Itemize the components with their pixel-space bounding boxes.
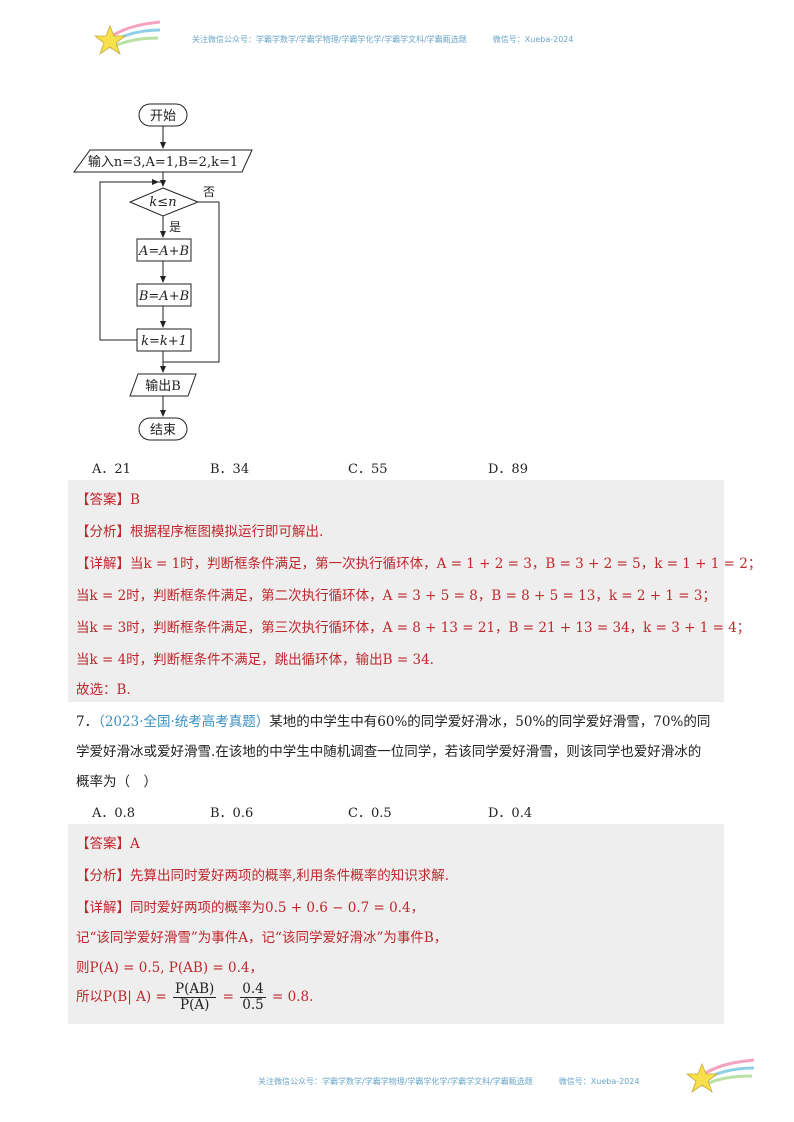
page-header: 关注微信公众号：学霸学数学/学霸学物理/学霸学化学/学霸学文科/学霸甄选题 微信号…	[0, 14, 794, 62]
footer-wechat: 微信号：Xueba-2024	[558, 1077, 640, 1086]
q6-detail-tag: 【详解】	[76, 556, 130, 572]
q6-answer: B	[130, 492, 140, 508]
q6-option-d: D．89	[488, 462, 528, 477]
q6-answer-line: 【答案】B	[76, 488, 140, 508]
q7-analysis: 先算出同时爱好两项的概率,利用条件概率的知识求解.	[130, 868, 450, 884]
q7-analysis-line: 【分析】先算出同时爱好两项的概率,利用条件概率的知识求解.	[76, 864, 449, 884]
flow-no-label: 否	[203, 185, 215, 199]
q7-answer-tag: 【答案】	[76, 836, 130, 852]
q7-answer: A	[130, 836, 140, 852]
q6-detail-1: 当k = 1时，判断框条件满足，第一次执行循环体，A = 1 + 2 = 3，B…	[130, 556, 762, 572]
q6-detail-line-3: 当k = 3时，判断框条件满足，第三次执行循环体，A = 8 + 13 = 21…	[76, 620, 751, 636]
star-logo-icon	[685, 1058, 755, 1094]
q7-option-c: C．0.5	[348, 806, 392, 821]
program-flowchart: 开始 输入n=3,A=1,B=2,k=1 k≤n 否 是 A=A+B B=A+B…	[73, 103, 253, 441]
q6-solution-panel	[68, 480, 724, 702]
flow-step2: B=A+B	[138, 289, 189, 304]
q7-detail-4-prefix: 所以P(B| A) =	[76, 989, 167, 1005]
q7-detail-line-1: 【详解】同时爱好两项的概率为0.5 + 0.6 − 0.7 = 0.4，	[76, 896, 424, 916]
page-footer: 关注微信公众号：学霸学数学/学霸学物理/学霸学化学/学霸学文科/学霸甄选题 微信号…	[0, 1054, 794, 1102]
q6-answer-tag: 【答案】	[76, 492, 130, 508]
flow-step1: A=A+B	[138, 244, 189, 259]
q7-detail-tag: 【详解】	[76, 900, 130, 916]
q7-detail-line-2: 记“该同学爱好滑雪”为事件A，记“该同学爱好滑冰”为事件B，	[76, 930, 448, 946]
header-wechat: 微信号：Xueba-2024	[492, 35, 574, 44]
flow-step3: k=k+1	[141, 334, 187, 349]
q6-analysis-line: 【分析】根据程序框图模拟运行即可解出.	[76, 520, 323, 540]
q7-option-a: A．0.8	[92, 806, 136, 821]
q6-analysis: 根据程序框图模拟运行即可解出.	[130, 524, 324, 540]
q7-source: （2023·全国·统考高考真题）	[98, 714, 270, 730]
q7-detail-1: 同时爱好两项的概率为0.5 + 0.6 − 0.7 = 0.4，	[130, 900, 425, 916]
q7-frac2-num: 0.4	[240, 981, 266, 998]
flow-condition: k≤n	[149, 195, 176, 210]
q6-option-b: B．34	[210, 462, 250, 477]
header-text: 关注微信公众号：学霸学数学/学霸学物理/学霸学化学/学霸学文科/学霸甄选题	[192, 35, 467, 44]
q7-fraction-1: P(AB)P(A)	[173, 981, 217, 1013]
q6-analysis-tag: 【分析】	[76, 524, 130, 540]
q7-frac1-num: P(AB)	[173, 981, 217, 998]
flow-start: 开始	[150, 109, 176, 124]
q7-frac1-den: P(A)	[179, 997, 210, 1013]
q7-stem-line2: 学爱好滑冰或爱好滑雪.在该地的中学生中随机调查一位同学，若该同学爱好滑雪，则该同…	[76, 744, 702, 760]
q6-detail-line-1: 【详解】当k = 1时，判断框条件满足，第一次执行循环体，A = 1 + 2 =…	[76, 552, 761, 572]
q7-stem-line1: 7．（2023·全国·统考高考真题）某地的中学生中有60%的同学爱好滑冰，50%…	[76, 710, 710, 730]
star-logo-icon	[93, 20, 161, 56]
q6-detail-line-2: 当k = 2时，判断框条件满足，第二次执行循环体，A = 3 + 5 = 8，B…	[76, 588, 716, 604]
q7-analysis-tag: 【分析】	[76, 868, 130, 884]
q7-option-b: B．0.6	[210, 806, 254, 821]
flow-output: 输出B	[145, 378, 181, 394]
q7-answer-line: 【答案】A	[76, 832, 140, 852]
q7-solution-panel	[68, 824, 724, 1024]
q7-option-d: D．0.4	[488, 806, 533, 821]
q7-stem-1: 某地的中学生中有60%的同学爱好滑冰，50%的同学爱好滑雪，70%的同	[269, 714, 711, 730]
q7-eq: =	[222, 989, 234, 1005]
q7-result: = 0.8.	[272, 989, 314, 1005]
q7-stem-line3: 概率为（ ）	[76, 774, 157, 790]
q6-conclusion: 故选：B.	[76, 682, 131, 698]
flow-end: 结束	[150, 423, 176, 438]
flow-yes-label: 是	[169, 220, 181, 234]
q7-number: 7．	[76, 714, 99, 730]
footer-text: 关注微信公众号：学霸学数学/学霸学物理/学霸学化学/学霸学文科/学霸甄选题	[258, 1077, 533, 1086]
flow-input: 输入n=3,A=1,B=2,k=1	[88, 154, 238, 170]
q7-frac2-den: 0.5	[242, 997, 264, 1013]
q6-detail-line-4: 当k = 4时，判断框条件不满足，跳出循环体，输出B = 34.	[76, 652, 434, 668]
q6-option-c: C．55	[348, 462, 388, 477]
q7-detail-line-3: 则P(A) = 0.5, P(AB) = 0.4，	[76, 960, 263, 976]
q6-option-a: A．21	[92, 462, 131, 477]
